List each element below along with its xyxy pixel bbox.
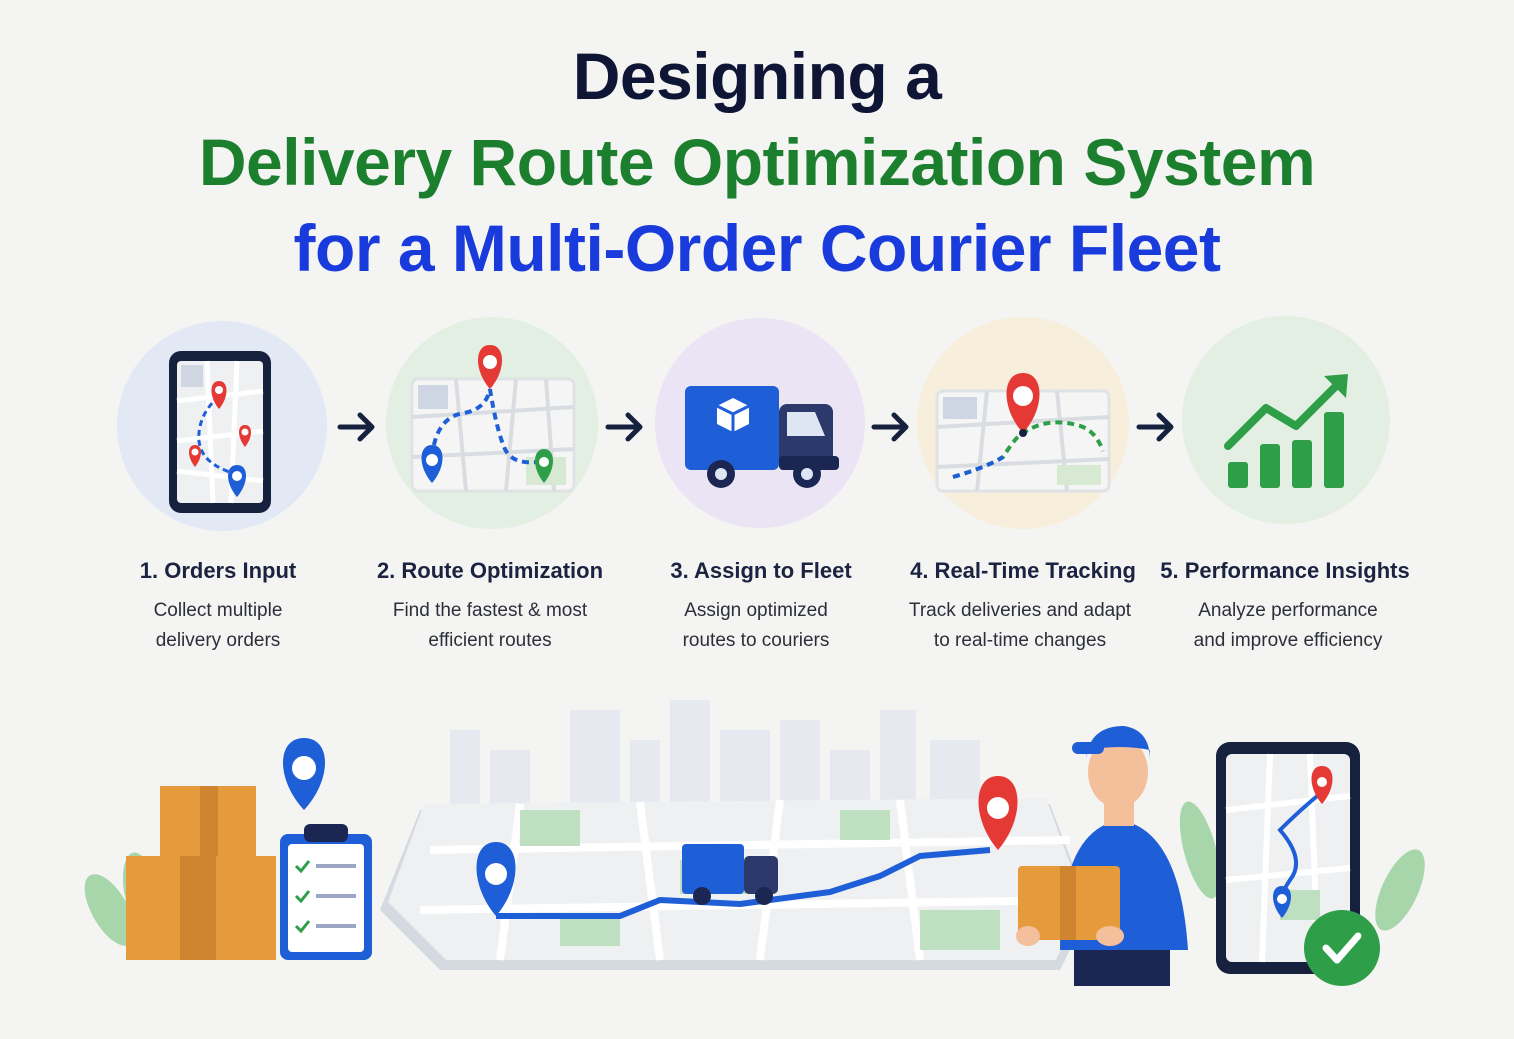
city-skyline bbox=[450, 700, 980, 810]
cardboard-boxes bbox=[126, 786, 276, 960]
step-2-title: 2. Route Optimization bbox=[376, 558, 604, 583]
step-5-title: 5. Performance Insights bbox=[1160, 558, 1410, 583]
step-1-circle bbox=[117, 321, 327, 531]
tracking-map-icon bbox=[935, 373, 1111, 493]
step-2-circle bbox=[386, 317, 598, 529]
arrow-icon bbox=[605, 412, 643, 442]
leaves-right bbox=[1179, 801, 1425, 931]
step-3-title: 3. Assign to Fleet bbox=[670, 558, 852, 583]
map-truck-icon bbox=[682, 844, 778, 905]
phone-map-icon bbox=[169, 351, 271, 513]
checklist-clipboard-icon bbox=[280, 824, 372, 960]
step-5-circle bbox=[1182, 316, 1390, 524]
route-map-icon bbox=[410, 345, 576, 493]
delivery-truck-icon bbox=[685, 386, 839, 488]
arrow-icon bbox=[1136, 412, 1174, 442]
blue-location-pin-icon bbox=[283, 738, 325, 810]
start-location-pin-icon bbox=[476, 842, 516, 916]
delivery-scene-illustration bbox=[84, 700, 1425, 986]
title-line-3: for a Multi-Order Courier Fleet bbox=[293, 211, 1221, 285]
step-4-circle bbox=[917, 317, 1129, 529]
arrow-icon bbox=[337, 412, 375, 442]
step-1-title: 1. Orders Input bbox=[139, 558, 297, 583]
growth-chart-icon bbox=[1224, 374, 1348, 488]
arrow-icon bbox=[871, 412, 909, 442]
title-line-1: Designing a bbox=[572, 39, 942, 113]
courier-person bbox=[1016, 726, 1188, 986]
destination-pin-icon bbox=[978, 776, 1018, 850]
check-badge-icon bbox=[1304, 910, 1380, 986]
step-3-circle bbox=[655, 318, 865, 528]
step-4-title: 4. Real-Time Tracking bbox=[910, 558, 1136, 583]
title-line-2: Delivery Route Optimization System bbox=[198, 125, 1316, 199]
